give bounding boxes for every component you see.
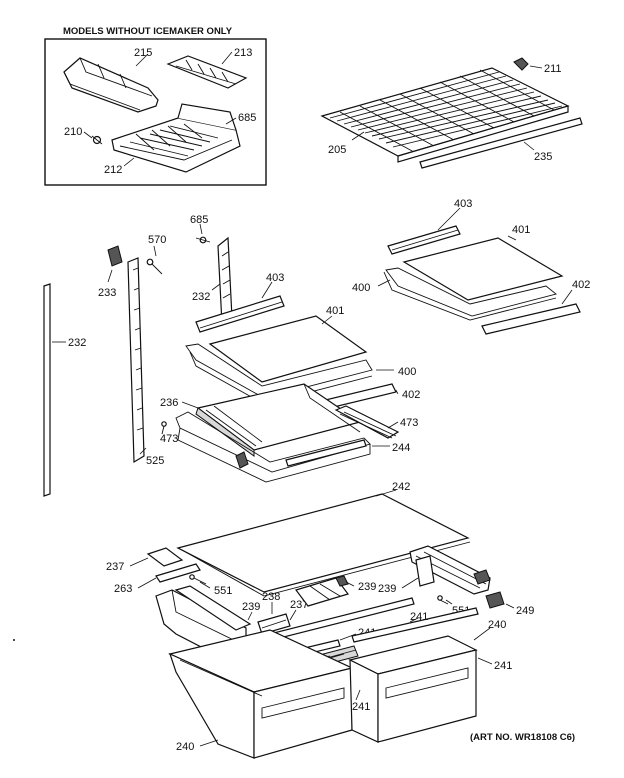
- icemaker-inset: MODELS WITHOUT ICEMAKER ONLY: [44, 26, 267, 186]
- label-239-left: 239: [242, 601, 260, 613]
- label-237-left: 237: [106, 561, 124, 573]
- label-400-mid: 400: [398, 366, 416, 378]
- label-233: 233: [98, 287, 116, 299]
- stray-mark: [13, 639, 15, 641]
- ice-shelf-part: [111, 103, 241, 173]
- label-401-mid: 401: [326, 305, 344, 317]
- label-232-left: 232: [68, 337, 86, 349]
- label-205: 205: [328, 144, 346, 156]
- label-401-right: 401: [512, 224, 530, 236]
- crisper-cover-group: 242 237 263 551 239 238 237: [106, 481, 534, 669]
- label-570: 570: [148, 234, 166, 246]
- label-213: 213: [234, 47, 252, 59]
- label-237-mid: 237: [290, 599, 308, 611]
- label-244: 244: [392, 442, 410, 454]
- inset-title: MODELS WITHOUT ICEMAKER ONLY: [63, 26, 233, 37]
- label-242: 242: [392, 481, 410, 493]
- label-525: 525: [146, 455, 164, 467]
- label-263: 263: [114, 583, 132, 595]
- label-239-right: 239: [378, 583, 396, 595]
- label-240-left: 240: [176, 741, 194, 753]
- label-210: 210: [64, 126, 82, 138]
- art-number: (ART NO. WR18108 C6): [470, 732, 575, 743]
- middle-shelf-group: 403 401 400 402 236 473 473: [160, 272, 420, 483]
- label-240-right: 240: [488, 619, 506, 631]
- label-236: 236: [160, 397, 178, 409]
- screw-210-part: [91, 135, 103, 145]
- ice-tray-part: [166, 55, 248, 89]
- label-238: 238: [262, 591, 280, 603]
- label-241-lower: 241: [352, 701, 370, 713]
- crisper-drawers-group: 240 240 241 241: [168, 619, 512, 759]
- inset-frame: [44, 38, 267, 186]
- label-473-right: 473: [400, 417, 418, 429]
- label-235: 235: [534, 151, 552, 163]
- label-232-mid: 232: [192, 291, 210, 303]
- label-403-mid: 403: [266, 272, 284, 284]
- label-211: 211: [544, 63, 562, 75]
- label-400-right: 400: [352, 282, 370, 294]
- label-402-mid: 402: [402, 389, 420, 401]
- label-685: 685: [238, 112, 256, 124]
- label-241-upper: 241: [410, 611, 428, 623]
- label-403-right: 403: [454, 198, 472, 210]
- label-215: 215: [134, 47, 152, 59]
- side-rails-group: 232 525 233 570 685 232: [43, 214, 233, 497]
- label-473-left: 473: [160, 433, 178, 445]
- label-402-right: 402: [572, 279, 590, 291]
- label-249: 249: [516, 605, 534, 617]
- wire-shelf-group: 211 205 235: [320, 57, 583, 169]
- label-241-right: 241: [494, 660, 512, 672]
- ice-bucket-part: [63, 57, 159, 113]
- label-685-mid: 685: [190, 214, 208, 226]
- label-239-mid: 239: [358, 581, 376, 593]
- label-212: 212: [104, 164, 122, 176]
- label-551-left: 551: [214, 585, 232, 597]
- right-glass-shelf-group: 403 401 400 402: [352, 198, 590, 335]
